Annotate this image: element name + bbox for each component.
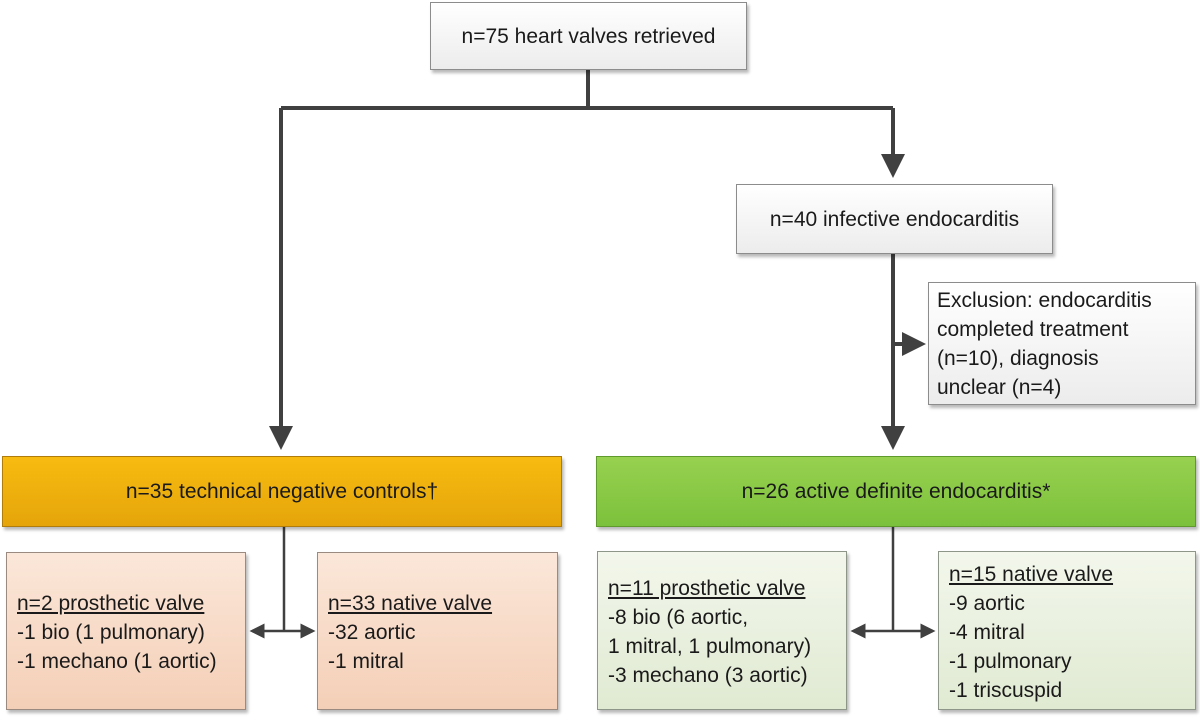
control-native-box: n=33 native valve -32 aortic -1 mitral: [317, 552, 558, 710]
control-prosthetic-line: -1 mechano (1 aortic): [17, 650, 217, 673]
active-prosthetic-line: -8 bio (6 aortic,: [608, 606, 749, 629]
control-native-line: -1 mitral: [328, 650, 404, 673]
active-native-line: -1 triscuspid: [949, 679, 1063, 702]
active-endocarditis-box: n=26 active definite endocarditis*: [596, 456, 1196, 527]
negative-controls-box: n=35 technical negative controls†: [2, 456, 562, 527]
exclusion-line: Exclusion: endocarditis: [937, 289, 1152, 312]
exclusion-line: (n=10), diagnosis: [937, 347, 1099, 370]
exclusion-line: unclear (n=4): [937, 376, 1062, 399]
active-native-line: -9 aortic: [949, 592, 1025, 615]
exclusion-line: completed treatment: [937, 318, 1129, 341]
active-prosthetic-heading: n=11 prosthetic valve: [608, 577, 806, 600]
control-prosthetic-heading: n=2 prosthetic valve: [17, 592, 205, 615]
active-native-box: n=15 native valve -9 aortic -4 mitral -1…: [938, 551, 1196, 710]
active-endocarditis-text: n=26 active definite endocarditis*: [741, 480, 1051, 503]
active-native-line: -4 mitral: [949, 621, 1025, 644]
control-prosthetic-line: -1 bio (1 pulmonary): [17, 621, 205, 644]
exclusion-box: Exclusion: endocarditis completed treatm…: [928, 282, 1196, 405]
active-native-heading: n=15 native valve: [949, 563, 1114, 586]
control-native-line: -32 aortic: [328, 621, 416, 644]
infective-endocarditis-box: n=40 infective endocarditis: [736, 184, 1053, 254]
active-prosthetic-line: -3 mechano (3 aortic): [608, 664, 808, 687]
infective-endocarditis-text: n=40 infective endocarditis: [769, 207, 1020, 231]
active-native-line: -1 pulmonary: [949, 650, 1072, 673]
control-prosthetic-box: n=2 prosthetic valve -1 bio (1 pulmonary…: [6, 552, 246, 710]
retrieved-valves-text: n=75 heart valves retrieved: [461, 24, 716, 48]
control-native-heading: n=33 native valve: [328, 592, 493, 615]
active-prosthetic-line: 1 mitral, 1 pulmonary): [608, 635, 812, 658]
negative-controls-text: n=35 technical negative controls†: [125, 480, 439, 503]
active-prosthetic-box: n=11 prosthetic valve -8 bio (6 aortic, …: [597, 551, 847, 710]
retrieved-valves-box: n=75 heart valves retrieved: [430, 2, 747, 70]
